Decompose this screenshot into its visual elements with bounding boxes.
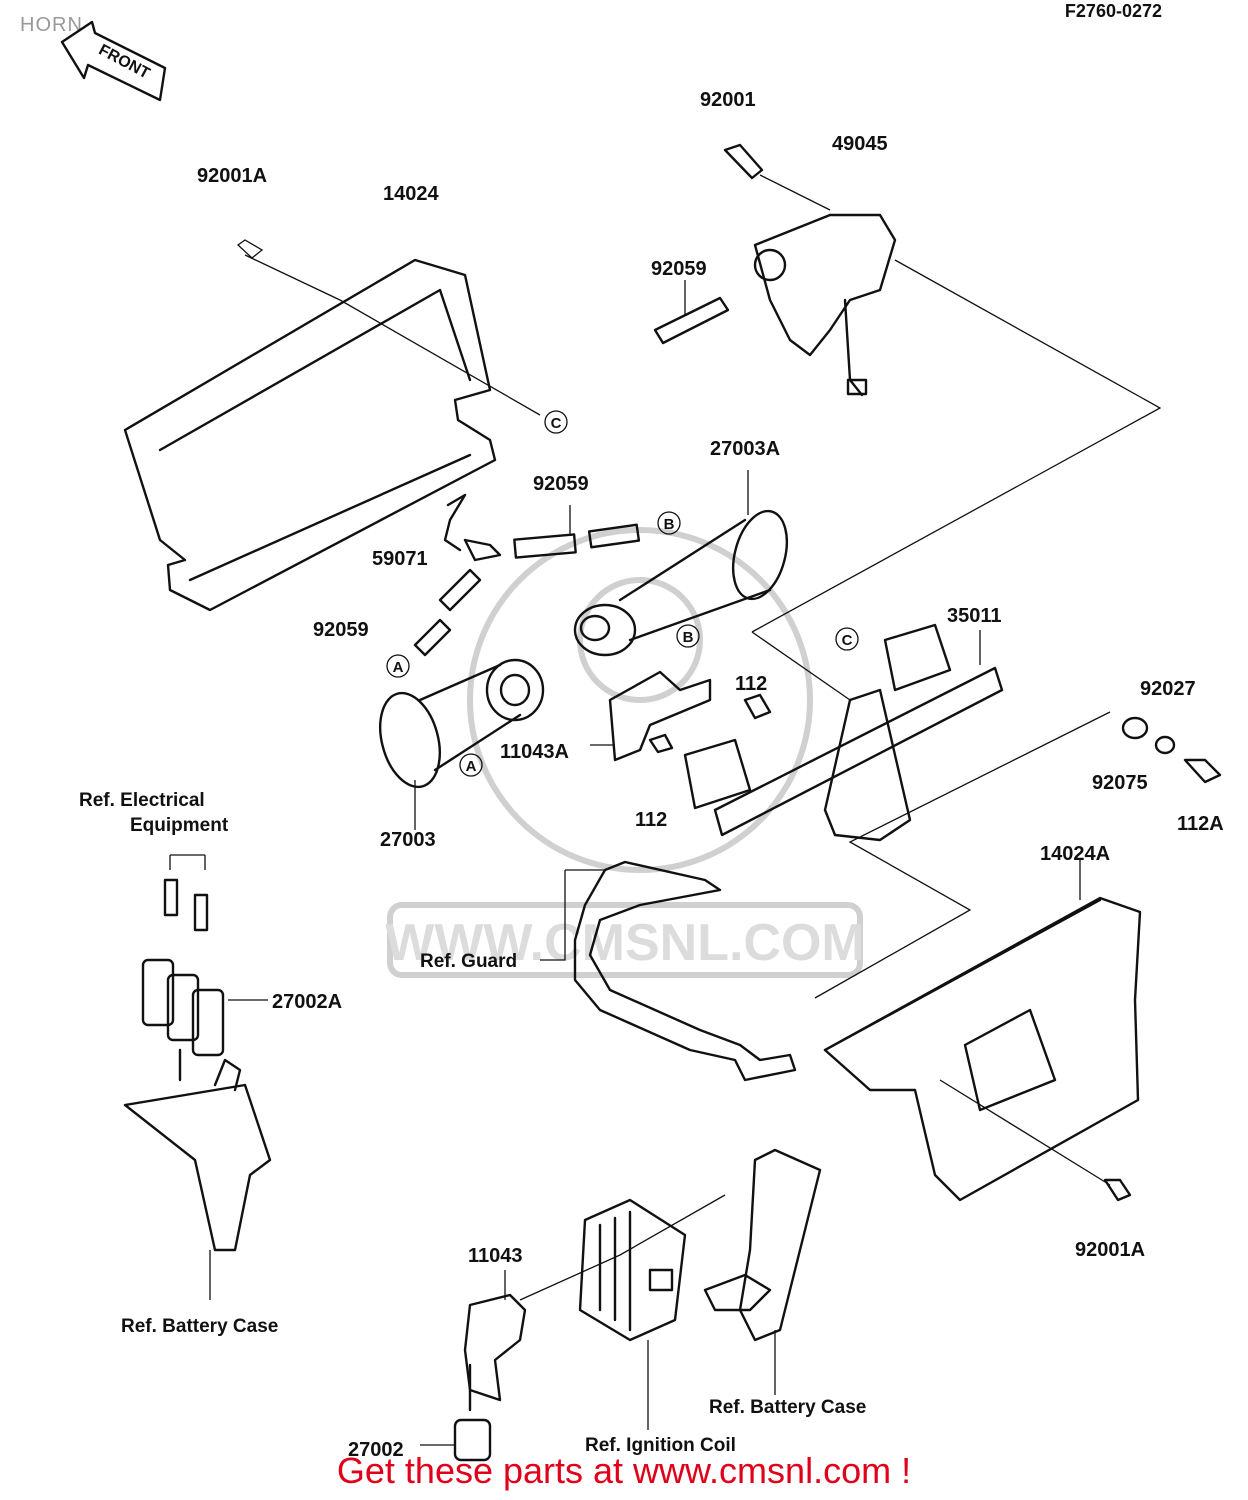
label-92001A-top: 92001A — [197, 165, 267, 187]
marker-a-left-text: A — [393, 659, 404, 676]
cover-14024A — [823, 860, 1142, 1202]
regulator-assembly — [519, 1148, 822, 1430]
label-27003: 27003 — [380, 829, 436, 851]
marker-b-right: B — [657, 511, 681, 535]
label-35011: 35011 — [947, 605, 1002, 627]
marker-c-top: C — [544, 410, 568, 434]
label-112-b: 112 — [635, 809, 667, 831]
fasteners-right — [814, 711, 1222, 999]
label-92001: 92001 — [700, 89, 756, 111]
label-11043: 11043 — [468, 1245, 523, 1267]
relays-27002A — [141, 854, 268, 1082]
marker-a-horn: A — [459, 753, 483, 777]
horn-switch-49045 — [723, 143, 1162, 633]
ref-ignition-coil: Ref. Ignition Coil — [585, 1435, 736, 1456]
label-27002: 27002 — [348, 1439, 404, 1461]
label-11043A: 11043A — [500, 741, 569, 763]
ref-guard — [540, 860, 797, 1082]
bracket-35011 — [648, 623, 1004, 842]
marker-c-bracket: C — [835, 627, 859, 651]
horn-27003A — [573, 470, 789, 657]
front-arrow: FRONT — [60, 20, 167, 102]
label-112-a: 112 — [735, 673, 767, 695]
ref-electrical-line2: Equipment — [130, 815, 229, 836]
label-92059-left: 92059 — [313, 619, 369, 641]
label-27002A: 27002A — [272, 991, 342, 1013]
bracket-11043A — [590, 670, 712, 762]
marker-a-left: A — [386, 654, 410, 678]
label-14024A: 14024A — [1040, 843, 1110, 865]
cover-14024 — [123, 239, 541, 612]
watermark-text: WWW.CMSNL.COM — [385, 914, 864, 972]
marker-c-top-text: C — [551, 415, 562, 432]
label-92001A-bottom: 92001A — [1075, 1239, 1145, 1261]
promo-banner[interactable]: Get these parts at www.cmsnl.com ! — [336, 1450, 912, 1491]
bracket-11043 — [420, 1270, 527, 1462]
label-59071: 59071 — [372, 548, 428, 570]
label-14024: 14024 — [383, 183, 439, 205]
ref-battery-case-right: Ref. Battery Case — [709, 1397, 866, 1418]
ref-electrical-line1: Ref. Electrical — [79, 790, 205, 811]
hose-assembly — [413, 493, 641, 657]
page-title: HORN — [20, 14, 83, 36]
ref-battery-case-left: Ref. Battery Case — [121, 1316, 278, 1337]
battery-case-bracket-left — [123, 1058, 272, 1300]
label-92027: 92027 — [1140, 678, 1196, 700]
label-27003A: 27003A — [710, 438, 780, 460]
diagram-code: F2760-0272 — [1064, 1, 1162, 21]
marker-c-bracket-text: C — [842, 632, 853, 649]
marker-b-horn: B — [676, 624, 700, 648]
marker-b-horn-text: B — [683, 629, 694, 646]
watermark: WWW.CMSNL.COM — [385, 527, 865, 978]
marker-b-right-text: B — [664, 516, 675, 533]
tube-92059-top — [653, 280, 730, 345]
label-92075: 92075 — [1092, 772, 1148, 794]
label-112A: 112A — [1177, 813, 1224, 835]
label-92059-mid: 92059 — [533, 473, 589, 495]
label-49045: 49045 — [832, 133, 888, 155]
marker-a-horn-text: A — [466, 758, 477, 775]
horn-27003 — [379, 658, 545, 830]
ref-guard-label: Ref. Guard — [420, 951, 517, 972]
label-92059-top: 92059 — [651, 258, 707, 280]
